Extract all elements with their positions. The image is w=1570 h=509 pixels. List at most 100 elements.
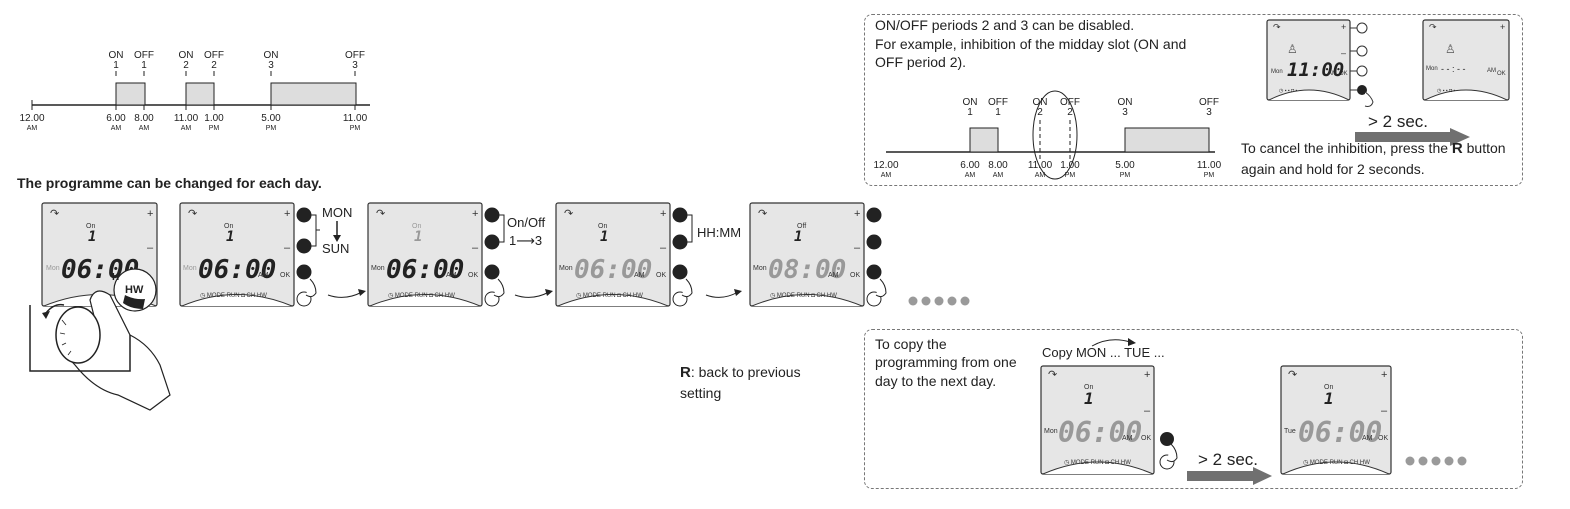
copy-panel [864, 329, 1523, 489]
svg-text:+: + [147, 208, 153, 220]
day-label: Mon [371, 265, 385, 272]
screen-step-3: + – OK ↷ On 1 Mon 06:00 AM ◷ MODE RUN ◘ … [367, 202, 483, 307]
minus-button[interactable] [1356, 45, 1368, 57]
tick-ampm: AM [993, 172, 1004, 179]
minus-button[interactable] [866, 234, 882, 250]
ok-button[interactable] [296, 264, 312, 280]
minus-button[interactable] [296, 238, 312, 254]
ok-button[interactable] [1356, 65, 1368, 77]
flame-icon: ↷ [1048, 369, 1057, 381]
day-label: Mon [559, 265, 573, 272]
marker-on-2-label: ON [1033, 97, 1048, 108]
mode-icons: ◷ ▪ ▪ ◘ ▪ [1279, 88, 1297, 94]
mode-label: On [1324, 384, 1333, 391]
on-period-3 [270, 82, 357, 106]
lcd-time-disabled: - - : - - [1441, 64, 1466, 74]
ok-button[interactable] [672, 264, 688, 280]
marker-off-1-num: 1 [141, 60, 147, 71]
ok-button-pressed[interactable] [1160, 432, 1174, 446]
svg-text:+: + [660, 208, 666, 220]
plus-button[interactable] [484, 207, 500, 223]
ok-button[interactable] [484, 264, 500, 280]
copy-label: Copy MON ... TUE ... [1042, 345, 1165, 360]
flame-icon: ↷ [50, 208, 59, 220]
person-icon: ♙ [1287, 42, 1298, 56]
continuation-dots [908, 296, 970, 306]
ampm-label: AM [1328, 71, 1337, 77]
plus-button[interactable] [296, 207, 312, 223]
ok-label: OK [1497, 71, 1506, 77]
marker-off-2-num: 2 [211, 60, 217, 71]
svg-text:+: + [1144, 369, 1150, 381]
ampm-label: AM [258, 272, 269, 279]
period-number: 1 [1084, 389, 1094, 408]
mode-label: On [86, 223, 95, 230]
day-label: Tue [1284, 428, 1296, 435]
rotate-arrow-icon [45, 303, 65, 314]
tick-ampm: PM [1120, 172, 1131, 179]
screen-step-4: + – OK ↷ On 1 Mon 06:00 AM ◷ MODE RUN ◘ … [555, 202, 671, 307]
tick-ampm: AM [881, 172, 892, 179]
minus-button[interactable] [672, 234, 688, 250]
lcd-time: 06:00 [1058, 416, 1142, 449]
ok-label: OK [468, 272, 478, 279]
day-label: Mon [1044, 428, 1058, 435]
pressing-finger-icon [1166, 443, 1178, 463]
flame-icon: ↷ [564, 208, 573, 220]
tick-ampm: PM [350, 125, 361, 132]
marker-on-3-label: ON [1118, 97, 1133, 108]
plus-button[interactable] [866, 207, 882, 223]
pressing-finger-icon [305, 278, 317, 298]
tick-label: 8.00 [988, 160, 1008, 171]
period-number: 1 [226, 229, 234, 245]
pressing-finger-icon [1364, 91, 1374, 107]
flame-icon: ↷ [1273, 22, 1281, 32]
marker-on-3-num: 3 [268, 60, 274, 71]
inhibit-screen-after: + ↷ ♙ Mon - - : - - AM OK ◷ ▪ ▪ ◘ ▪ [1422, 19, 1510, 101]
day-label: Mon [1426, 66, 1438, 72]
tick-ampm: AM [27, 125, 38, 132]
lcd-time: 06:00 [1298, 416, 1382, 449]
on-period-1 [969, 127, 999, 153]
tick-label: 8.00 [134, 113, 154, 124]
tick-label: 11.00 [1028, 160, 1053, 171]
day-label: Mon [46, 265, 60, 272]
tick-label: 1.00 [1060, 160, 1080, 171]
minus-button[interactable] [484, 234, 500, 250]
ok-label: OK [1141, 435, 1151, 442]
cancel-text-2: again and hold for 2 seconds. [1241, 161, 1425, 177]
marker-off-1-label: OFF [134, 50, 154, 61]
ok-label: OK [1378, 435, 1388, 442]
flame-icon: ↷ [376, 208, 385, 220]
inhibit-text-2: For example, inhibition of the midday sl… [875, 36, 1187, 52]
plus-button[interactable] [672, 207, 688, 223]
mode-icons: ◷ MODE RUN ◘ CH HW [576, 293, 643, 299]
mode-label: On [224, 223, 233, 230]
inhibited-slot-highlight [1032, 90, 1078, 180]
cancel-text-1: To cancel the inhibition, press the R bu… [1241, 140, 1506, 157]
plus-button[interactable] [1356, 22, 1368, 34]
inhibit-text-1: ON/OFF periods 2 and 3 can be disabled. [875, 17, 1135, 33]
r-note-line-1: R: back to previous [680, 364, 801, 381]
on-period-1 [115, 82, 146, 106]
ampm-label: AM [634, 272, 645, 279]
tick-ampm: AM [181, 125, 192, 132]
r-button-pressed[interactable] [1357, 85, 1367, 95]
day-label: Mon [183, 265, 197, 272]
continuation-dots [1405, 456, 1467, 466]
ok-button[interactable] [866, 264, 882, 280]
tick-label: 11.00 [1197, 160, 1222, 171]
person-icon: ♙ [1445, 42, 1456, 56]
copy-screen-after: + – OK ↷ On 1 Tue 06:00 AM ◷ MODE RUN ◘ … [1280, 365, 1392, 475]
ampm-label: AM [828, 272, 839, 279]
lcd-time: 11:00 [1287, 59, 1344, 81]
inhibit-screens: + – OK ↷ ♙ Mon 11:00 AM ◷ ▪ ▪ ◘ ▪ + ↷ ♙ … [1266, 19, 1510, 107]
timeline-inhibit: ON 1 OFF 1 ON 2 OFF 2 ON 3 OFF 3 12.00 A… [873, 90, 1222, 180]
dial-knob[interactable] [55, 306, 101, 364]
next-step-arrow [705, 291, 739, 298]
tick-label: 5.00 [261, 113, 281, 124]
r-note-line-2: setting [680, 385, 722, 401]
ampm-label: AM [1362, 435, 1373, 442]
svg-text:+: + [854, 208, 860, 220]
marker-on-2-label: ON [179, 50, 194, 61]
